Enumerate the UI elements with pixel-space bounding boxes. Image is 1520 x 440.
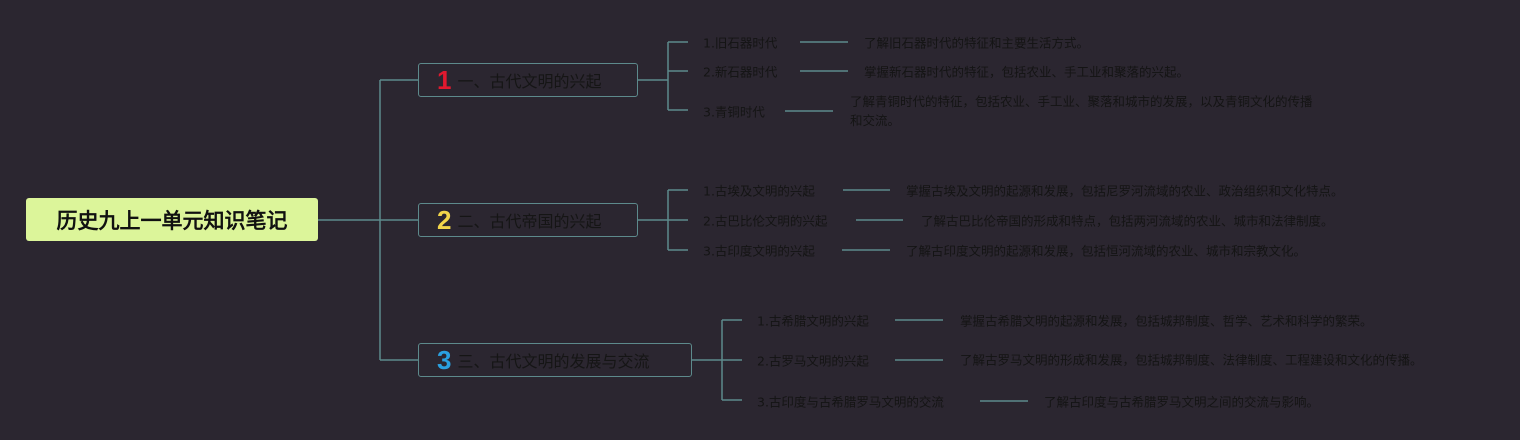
number-badge-1: 1 [437,64,452,95]
subtopic-label[interactable]: 1.旧石器时代 [703,35,778,51]
number-badge-3: 3 [437,344,452,375]
subtopic-desc[interactable]: 了解青铜时代的特征，包括农业、手工业、聚落和城市的发展，以及青铜文化的传播和交流… [850,94,1313,128]
subtopic-desc[interactable]: 了解古印度文明的起源和发展，包括恒河流域的农业、城市和宗教文化。 [906,243,1307,259]
topic-title: 二、古代帝国的兴起 [457,212,602,231]
subtopic-label[interactable]: 3.青铜时代 [703,104,765,120]
subtopic-label[interactable]: 3.古印度与古希腊罗马文明的交流 [757,394,944,410]
subtopic-label[interactable]: 1.古埃及文明的兴起 [703,183,815,199]
topic-title: 三、古代文明的发展与交流 [457,352,650,371]
root-title: 历史九上一单元知识笔记 [56,208,288,233]
subtopic-label[interactable]: 2.古罗马文明的兴起 [757,353,869,369]
subtopic-desc[interactable]: 了解古巴比伦帝国的形成和特点，包括两河流域的农业、城市和法律制度。 [921,213,1334,229]
topic-title: 一、古代文明的兴起 [457,72,602,91]
subtopic-desc[interactable]: 掌握古希腊文明的起源和发展，包括城邦制度、哲学、艺术和科学的繁荣。 [960,313,1373,329]
subtopic-desc[interactable]: 掌握古埃及文明的起源和发展，包括尼罗河流域的农业、政治组织和文化特点。 [906,183,1344,199]
subtopic-label[interactable]: 2.新石器时代 [703,64,778,80]
topic-node-2[interactable]: 2 二、古代帝国的兴起 [418,203,638,237]
subtopic-label[interactable]: 1.古希腊文明的兴起 [757,313,869,329]
subtopic-desc[interactable]: 掌握新石器时代的特征，包括农业、手工业和聚落的兴起。 [864,64,1190,80]
subtopic-desc[interactable]: 了解旧石器时代的特征和主要生活方式。 [864,35,1090,51]
root-node[interactable]: 历史九上一单元知识笔记 [26,198,318,241]
subtopic-desc[interactable]: 了解古罗马文明的形成和发展，包括城邦制度、法律制度、工程建设和文化的传播。 [960,352,1423,368]
topic-node-3[interactable]: 3 三、古代文明的发展与交流 [418,343,692,377]
subtopic-desc[interactable]: 了解古印度与古希腊罗马文明之间的交流与影响。 [1044,394,1320,410]
subtopic-label[interactable]: 3.古印度文明的兴起 [703,243,815,259]
number-badge-2: 2 [437,204,452,235]
topic-node-1[interactable]: 1 一、古代文明的兴起 [418,63,638,97]
subtopic-label[interactable]: 2.古巴比伦文明的兴起 [703,213,828,229]
